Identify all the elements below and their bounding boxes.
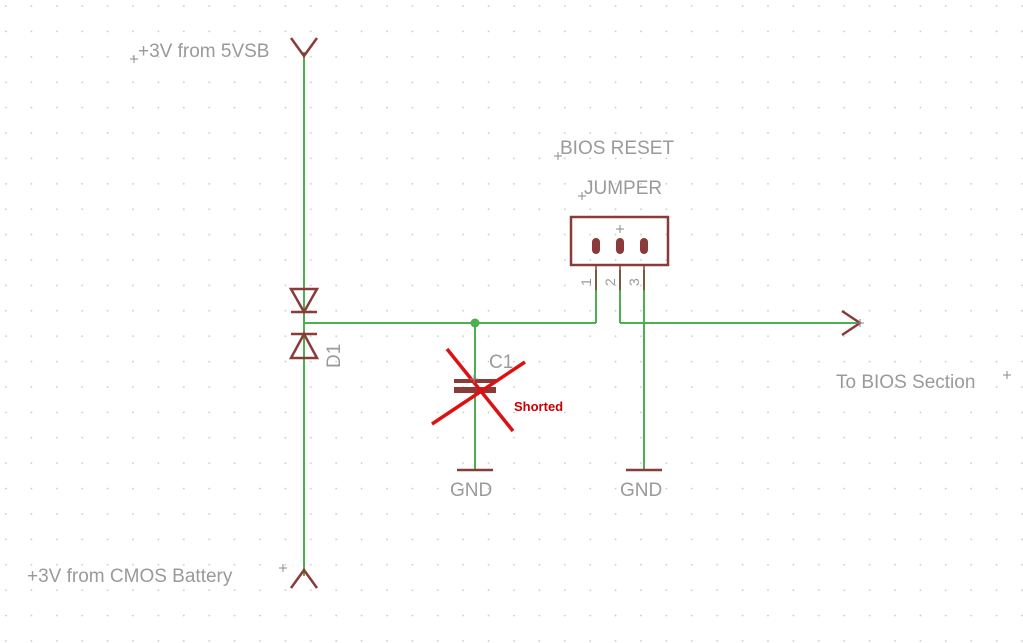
- diode-top-triangle: [288, 287, 320, 315]
- origin-cross: [616, 225, 624, 233]
- gnd-symbol-left: GND: [450, 468, 493, 501]
- gnd-right-label: GND: [620, 480, 662, 501]
- supply-arrow-bottom: [289, 567, 319, 589]
- origin-cross: [1003, 371, 1011, 379]
- output-label: To BIOS Section: [836, 372, 975, 393]
- origin-cross: [279, 564, 287, 572]
- supply-arrow-top: [289, 37, 319, 59]
- jumper-pin-number-1: 1: [578, 278, 594, 286]
- jumper-pin-3: [640, 238, 648, 254]
- gnd-symbol-right: GND: [620, 468, 662, 501]
- capacitor-ref-label: C1: [489, 352, 513, 373]
- junction-dot: [470, 318, 480, 328]
- wires: [303, 52, 858, 576]
- origin-cross: [578, 192, 586, 200]
- capacitor-plate-bottom: [454, 387, 496, 393]
- origin-cross: [856, 319, 864, 327]
- jumper-pin-number-2: 2: [602, 278, 618, 286]
- jumper-pin-2: [616, 238, 624, 254]
- origin-cross: [470, 375, 478, 383]
- origin-cross: [554, 152, 562, 160]
- origin-cross: [130, 55, 138, 63]
- shorted-annotation: Shorted: [431, 347, 563, 433]
- origin-markers: [130, 55, 1011, 572]
- bios-reset-jumper: 1 2 3 BIOS RESET JUMPER: [560, 138, 674, 290]
- red-cross-line-b: [431, 360, 526, 426]
- supply-battery-label: +3V from CMOS Battery: [27, 566, 233, 587]
- diode-bottom-triangle: [288, 331, 320, 360]
- jumper-label-line2: JUMPER: [584, 178, 662, 199]
- jumper-label-line1: BIOS RESET: [560, 138, 674, 159]
- jumper-pin-1: [592, 238, 600, 254]
- diode-ref-label: D1: [324, 344, 345, 368]
- gnd-left-label: GND: [450, 480, 492, 501]
- shorted-label: Shorted: [514, 399, 563, 414]
- jumper-pin-number-3: 3: [626, 278, 642, 286]
- diode-d1: D1: [288, 287, 345, 368]
- supply-5vsb-label: +3V from 5VSB: [138, 41, 269, 62]
